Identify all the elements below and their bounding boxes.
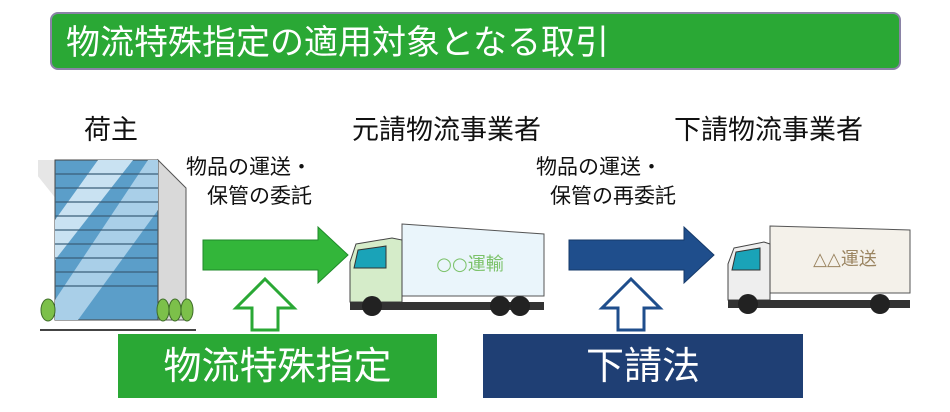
subcontract-act-box: 下請法 bbox=[483, 334, 803, 398]
logistics-special-designation-box: 物流特殊指定 bbox=[118, 334, 437, 398]
prime-truck-icon: ○○運輸 bbox=[349, 223, 545, 316]
green-up-arrow-icon bbox=[232, 276, 298, 332]
prime-truck-label: ○○運輸 bbox=[436, 254, 503, 275]
first-flow-text: 物品の運送・ 保管の委託 bbox=[186, 153, 312, 211]
page-title: 物流特殊指定の適用対象となる取引 bbox=[50, 12, 901, 70]
navy-right-arrow-icon bbox=[568, 225, 715, 285]
sub-truck-icon: △△運送 bbox=[727, 225, 911, 314]
sub-truck-label: △△運送 bbox=[813, 249, 877, 270]
green-right-arrow-icon bbox=[202, 225, 349, 285]
prime-contractor-label: 元請物流事業者 bbox=[352, 115, 541, 146]
office-building-icon bbox=[38, 158, 196, 331]
second-flow-line2: 保管の再委託 bbox=[550, 184, 676, 208]
first-flow-line1: 物品の運送・ bbox=[186, 155, 312, 179]
second-flow-text: 物品の運送・ 保管の再委託 bbox=[536, 153, 676, 211]
first-flow-line2: 保管の委託 bbox=[207, 184, 312, 208]
second-flow-line1: 物品の運送・ bbox=[536, 155, 662, 179]
subcontractor-label: 下請物流事業者 bbox=[674, 115, 863, 146]
shipper-label: 荷主 bbox=[84, 115, 138, 146]
navy-up-arrow-icon bbox=[598, 276, 664, 332]
